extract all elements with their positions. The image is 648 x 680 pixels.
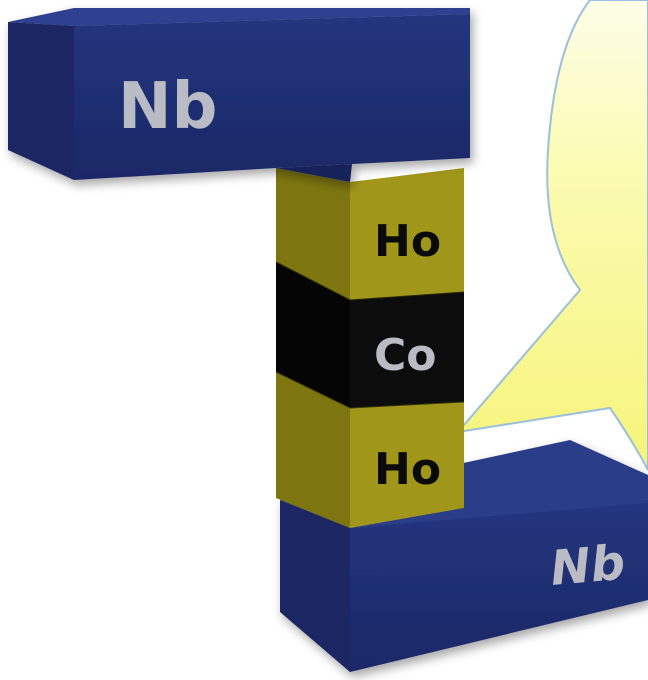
co-side-face [276, 262, 350, 408]
top-nb-block: Nb [8, 8, 470, 182]
upper-ho-front-face [350, 168, 464, 300]
bottom-nb-front-face [350, 503, 648, 672]
bottom-nb-label: Nb [548, 535, 627, 597]
top-nb-side-face [8, 22, 74, 180]
lower-ho-side-face [276, 372, 350, 528]
lower-ho-front-face [350, 402, 464, 528]
co-label: Co [374, 330, 437, 381]
top-nb-step-face [276, 164, 352, 182]
upper-ho-label: Ho [374, 216, 441, 267]
layer-stack: Ho Co Ho [275, 168, 465, 528]
co-front-face [350, 292, 464, 408]
top-nb-label: Nb [118, 70, 217, 144]
lower-ho-label: Ho [374, 444, 441, 495]
top-nb-front-face [74, 14, 470, 180]
callout-bubble [455, 0, 648, 471]
top-nb-top-face [8, 8, 470, 26]
upper-ho-side-face [276, 168, 350, 300]
bottom-nb-side-face [280, 500, 350, 672]
